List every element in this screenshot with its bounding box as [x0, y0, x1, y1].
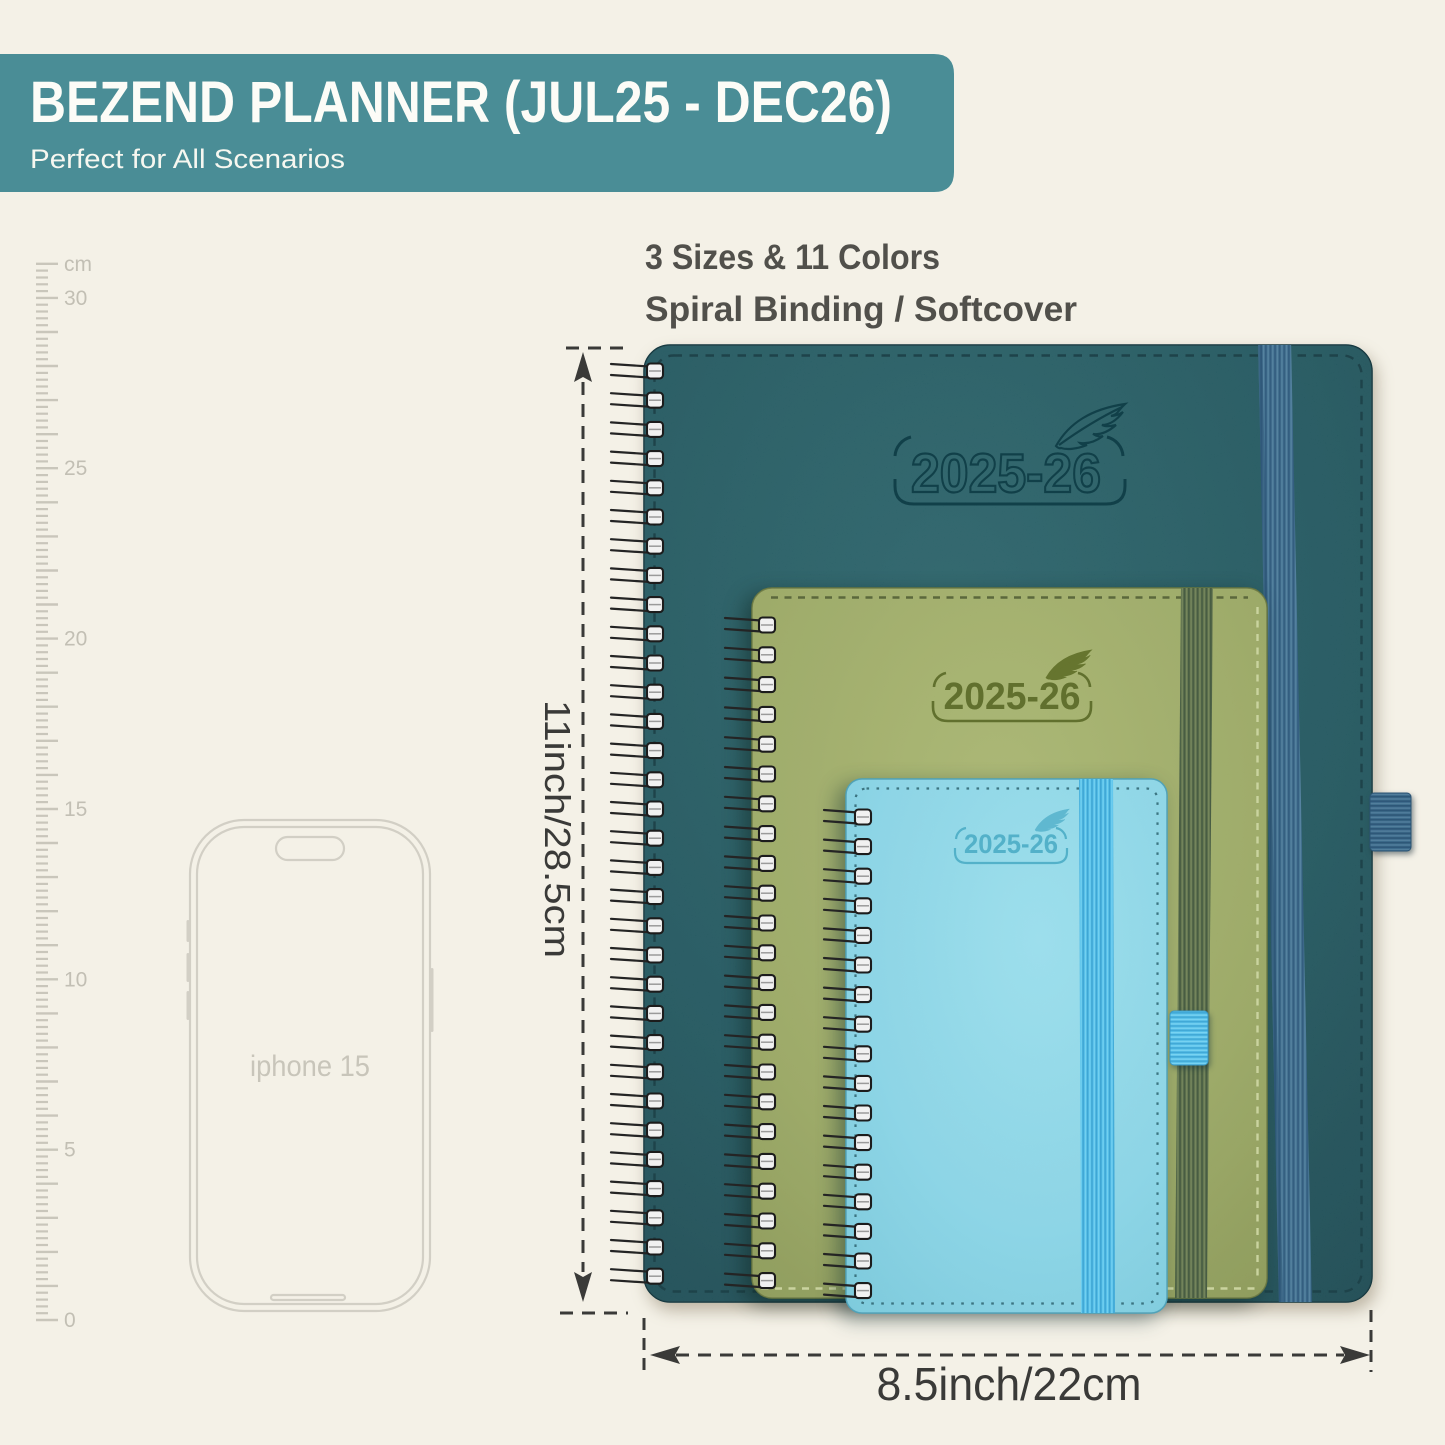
svg-text:25: 25	[64, 457, 87, 480]
svg-text:2025-26: 2025-26	[944, 676, 1081, 718]
svg-text:cm: cm	[64, 253, 92, 276]
svg-text:15: 15	[64, 798, 87, 821]
svg-text:Perfect for All Scenarios: Perfect for All Scenarios	[30, 144, 345, 174]
svg-text:30: 30	[64, 287, 87, 310]
svg-text:11inch/28.5cm: 11inch/28.5cm	[537, 700, 578, 958]
svg-text:2025-26: 2025-26	[964, 829, 1058, 859]
svg-text:Spiral Binding / Softcover: Spiral Binding / Softcover	[645, 290, 1077, 329]
svg-text:0: 0	[64, 1309, 76, 1332]
svg-text:3 Sizes & 11 Colors: 3 Sizes & 11 Colors	[645, 238, 940, 277]
svg-text:5: 5	[64, 1139, 76, 1162]
svg-text:2025-26: 2025-26	[911, 442, 1101, 504]
svg-text:8.5inch/22cm: 8.5inch/22cm	[877, 1358, 1142, 1410]
svg-text:iphone 15: iphone 15	[250, 1050, 370, 1083]
svg-text:BEZEND PLANNER (JUL25 - DEC26): BEZEND PLANNER (JUL25 - DEC26)	[30, 70, 892, 135]
svg-text:20: 20	[64, 628, 87, 651]
svg-text:10: 10	[64, 968, 87, 991]
